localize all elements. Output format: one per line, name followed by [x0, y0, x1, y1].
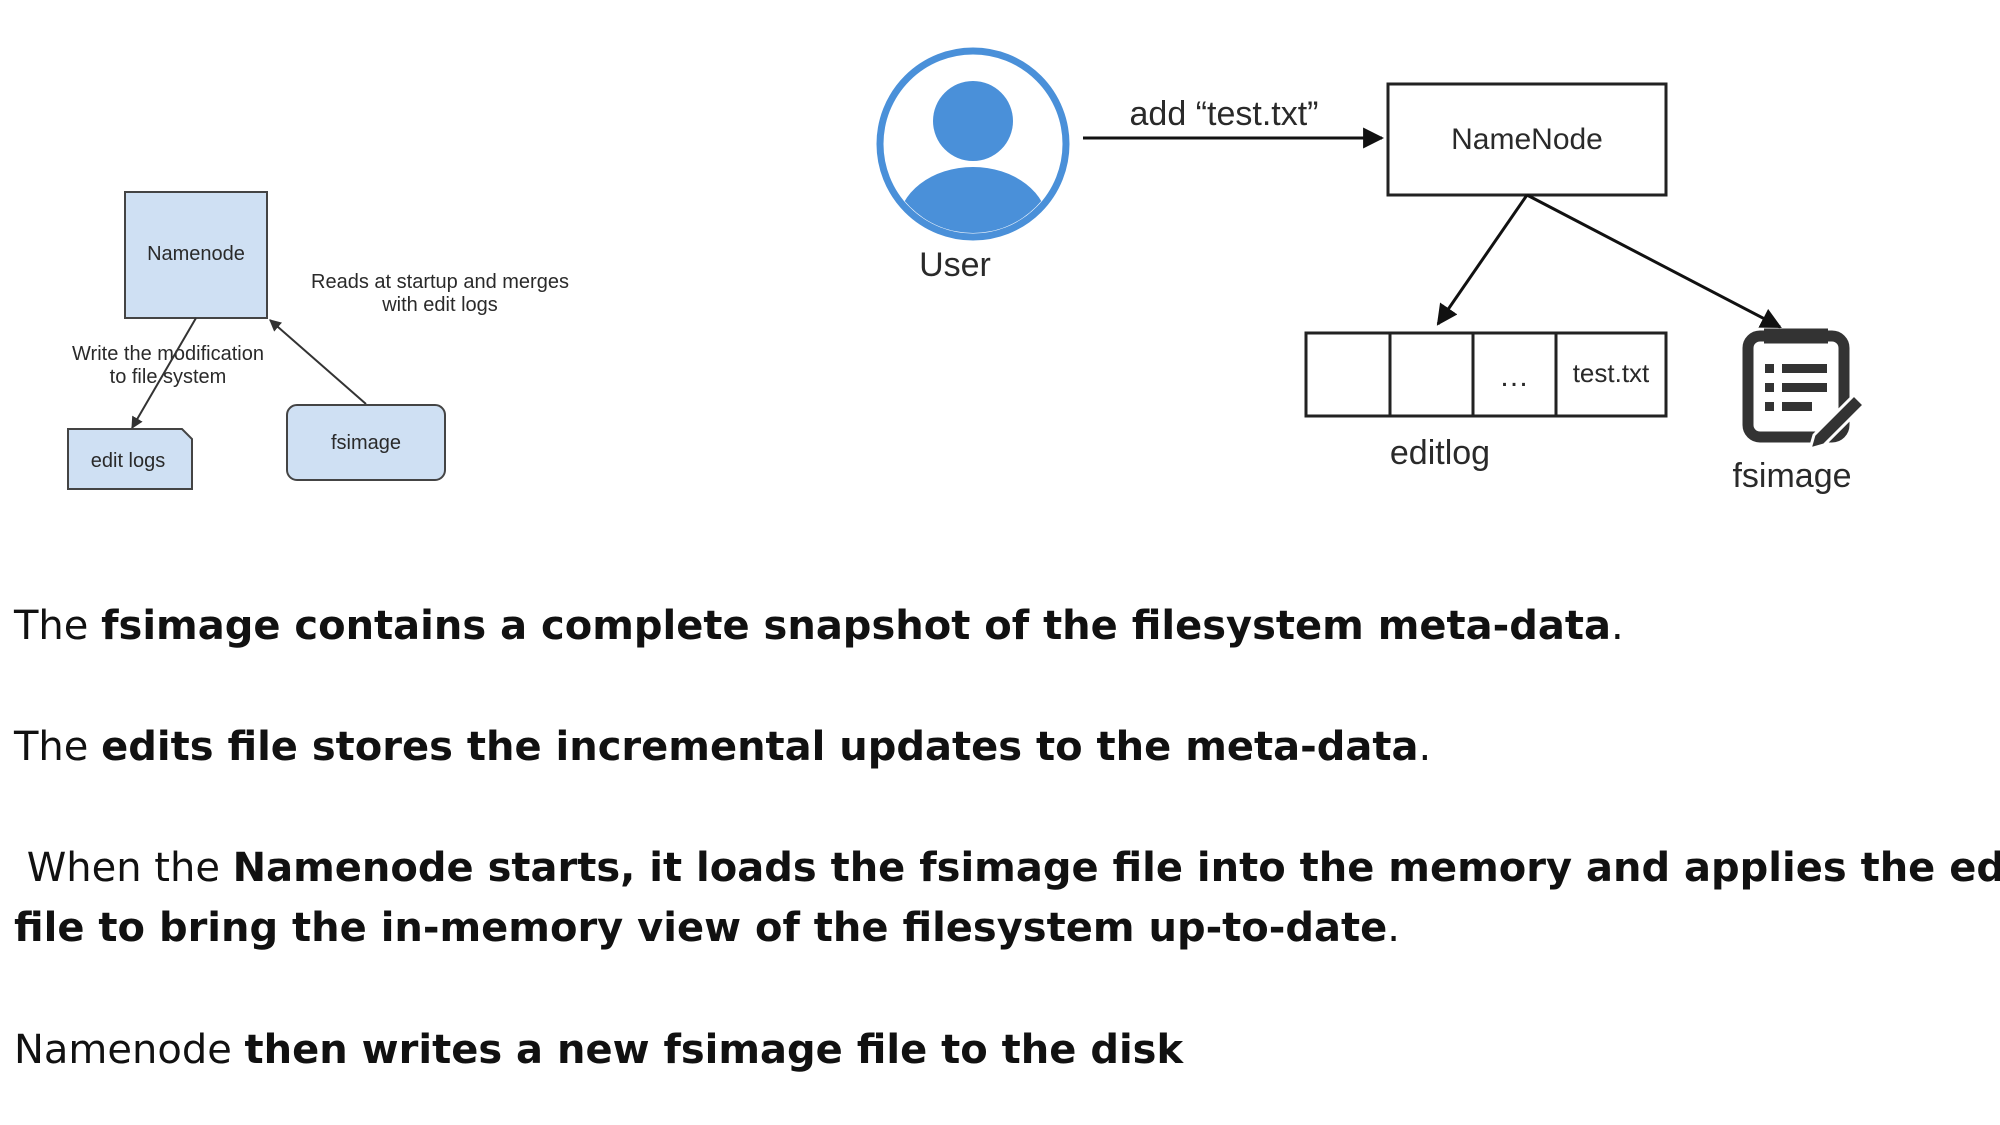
namenode-box	[124, 191, 268, 319]
fsimage-box-label: fsimage	[331, 432, 401, 454]
editlog-strip: … test.txt	[1304, 331, 1668, 418]
write-label-line2: to file system	[110, 366, 227, 388]
p4-bold: then writes a new fsimage file to the di…	[244, 1027, 1184, 1073]
p2-post: .	[1418, 724, 1432, 770]
edit-logs-label: edit logs	[91, 450, 166, 472]
p3-bold2: file to bring the in-memory view of the …	[14, 905, 1388, 951]
fsimage-label: fsimage	[1732, 457, 1851, 495]
p1-pre: The	[14, 603, 102, 649]
paragraph-writes-fsimage: Namenode then writes a new fsimage file …	[14, 1020, 1183, 1080]
reads-arrow	[269, 319, 367, 405]
add-label: add “test.txt”	[1130, 95, 1319, 133]
reads-label-line1: Reads at startup and merges	[311, 271, 569, 293]
p1-post: .	[1611, 603, 1624, 649]
editlog-cell-test-txt: test.txt	[1573, 358, 1650, 388]
edit-logs-box	[67, 428, 193, 490]
user-avatar-icon	[876, 47, 1070, 241]
p3-pre: When the	[14, 845, 233, 891]
editlog-cell-ellipsis: …	[1499, 360, 1529, 393]
p3-post: .	[1387, 905, 1400, 951]
editlog-label: editlog	[1390, 434, 1490, 472]
p4-pre: Namenode	[14, 1027, 245, 1073]
document-edit-icon	[1742, 328, 1867, 452]
fsimage-arrow	[1526, 193, 1782, 329]
write-arrow	[131, 317, 197, 430]
diagram: Namenode Reads at startup and merges wit…	[67, 47, 1867, 495]
p2-pre: The	[14, 724, 102, 770]
user-label: User	[919, 246, 991, 284]
paragraph-namenode-starts: When the Namenode starts, it loads the f…	[14, 838, 2000, 958]
paragraph-edits: The edits file stores the incremental up…	[14, 717, 1431, 777]
reads-label-line2: with edit logs	[381, 294, 498, 316]
paragraph-fsimage: The fsimage contains a complete snapshot…	[14, 596, 1624, 656]
left-diagram: Namenode Reads at startup and merges wit…	[67, 191, 569, 490]
p1-bold: fsimage contains a complete snapshot of …	[101, 603, 1612, 649]
p3-bold1: Namenode starts, it loads the fsimage fi…	[232, 845, 2000, 891]
namenode-label: Namenode	[147, 243, 245, 265]
editlog-outline	[1304, 331, 1668, 418]
fsimage-box	[286, 404, 446, 481]
right-diagram: User add “test.txt” NameNode … test.txt …	[876, 47, 1867, 495]
editlog-arrow	[1436, 194, 1529, 326]
p2-bold: edits file stores the incremental update…	[101, 724, 1419, 770]
namenode-node-label: NameNode	[1451, 123, 1603, 156]
write-label-line1: Write the modification	[72, 343, 264, 365]
